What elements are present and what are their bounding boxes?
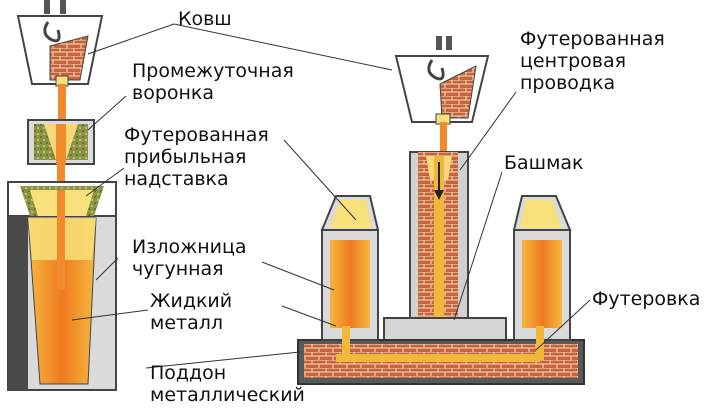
left-ladle: [16, 0, 104, 87]
lined-central-runner-label: Футерованная центровая проводка: [520, 28, 665, 94]
label-line: Жидкий: [150, 290, 233, 312]
right-ladle: [394, 36, 490, 125]
left-pour-stream: [58, 84, 66, 126]
label-line: Футеровка: [592, 288, 701, 310]
metal-bottom-plate-label: Поддон металлический: [150, 362, 305, 406]
central-runner: [409, 151, 469, 344]
leader-lines: [71, 23, 591, 369]
shoe-label: Башмак: [504, 152, 584, 174]
shoe-block: [383, 317, 507, 343]
label-line: центровая: [520, 50, 627, 72]
left-funnel-stream: [57, 164, 65, 194]
label-line: Изложница: [132, 236, 247, 258]
label-line: Футерованная: [124, 124, 269, 146]
label-line: металлический: [150, 384, 305, 406]
left-intermediate-funnel: [27, 119, 95, 165]
lining-label: Футеровка: [592, 288, 700, 310]
right-pour-stream: [440, 122, 447, 154]
label-line: Поддон: [150, 362, 227, 384]
liquid-metal-label: Жидкий металл: [150, 290, 232, 334]
label-line: Башмак: [504, 152, 584, 174]
ladle-label: Ковш: [178, 8, 232, 30]
intermediate-funnel-label: Промежуточная воронка: [132, 60, 294, 104]
label-line: Промежуточная: [132, 60, 294, 82]
label-line: надставка: [124, 168, 229, 190]
ladle-label-line: Ковш: [178, 8, 232, 30]
label-line: Футерованная: [520, 28, 665, 50]
label-line: прибыльная: [124, 146, 247, 168]
label-line: чугунная: [132, 258, 224, 280]
left-side-mold: [320, 195, 380, 360]
label-line: металл: [150, 312, 224, 334]
label-line: проводка: [520, 72, 616, 94]
left-mold: [7, 181, 117, 391]
lined-hot-top-label: Футерованная прибыльная надставка: [124, 124, 269, 190]
cast-iron-mold-label: Изложница чугунная: [132, 236, 247, 280]
label-line: воронка: [132, 82, 215, 104]
right-side-mold: [512, 195, 572, 360]
